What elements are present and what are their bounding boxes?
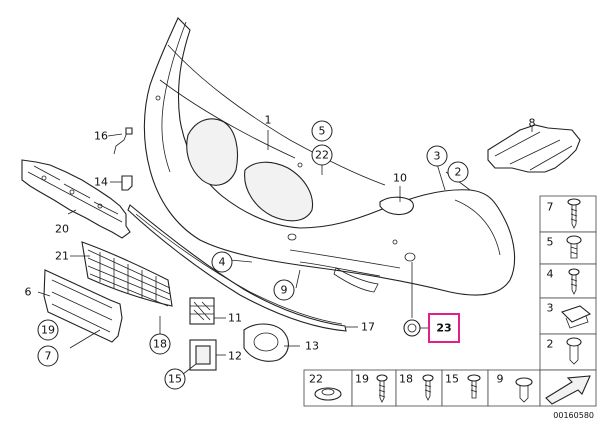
trim-cap [379,196,414,216]
legend-item-22: 22 [309,373,323,386]
clip-nut-icon [560,305,592,329]
bumper-cover [143,17,516,296]
screw-icon [567,198,581,229]
callout-19-ring [37,319,59,341]
callout-6: 6 [25,286,32,299]
grille-insert-11 [189,297,215,325]
callout-5: 5 [319,125,326,138]
callout-5-ring [311,120,333,142]
legend-item-3: 3 [547,302,554,315]
callout-15-ring [164,368,186,390]
side-legend: 7 5 4 3 2 [539,195,597,371]
callout-15: 15 [168,373,182,386]
callout-18: 18 [153,338,167,351]
screw-icon [376,374,388,403]
callout-8: 8 [529,117,536,130]
screw-icon [568,268,580,295]
callout-2-ring [447,161,469,183]
callout-18-ring [149,333,171,355]
front-direction-arrow-icon [545,375,591,405]
callout-10: 10 [393,172,407,185]
bracket-14 [121,175,133,191]
callout-3-ring [426,145,448,167]
impact-strip [127,204,347,332]
legend-item-15: 15 [445,373,459,386]
callout-12: 12 [228,350,242,363]
callout-9: 9 [281,284,288,297]
bolt-icon [566,235,582,259]
callout-14: 14 [94,176,108,189]
legend-item-18: 18 [399,373,413,386]
callouts: 1 5 22 3 2 8 10 16 14 20 21 6 4 9 17 11 … [25,114,536,390]
callout-7: 7 [45,350,52,363]
lower-grille-mesh [81,241,173,307]
screw-icon [422,374,434,401]
expansion-rivet-icon [515,377,533,403]
legend-item-2: 2 [547,338,554,351]
clip-16 [113,129,129,155]
callout-20: 20 [55,223,69,236]
fog-light-cover [243,323,289,362]
callout-3: 3 [434,150,441,163]
callout-22-ring [311,144,333,166]
callout-23-highlight [428,313,460,343]
callout-21: 21 [55,250,69,263]
bolt-icon [467,374,481,399]
callout-9-ring [273,279,295,301]
callout-7-ring [37,345,59,367]
callout-2: 2 [455,166,462,179]
callout-22: 22 [315,149,329,162]
reference-number: 00160580 [553,411,594,420]
callout-1: 1 [265,114,272,127]
legend-item-7: 7 [547,201,554,214]
callout-23: 23 [436,322,451,335]
pdc-sensor [403,319,421,337]
legend-item-4: 4 [547,268,554,281]
plug-icon [314,387,342,401]
side-bracket [487,124,581,173]
leader-lines [37,126,533,379]
reinforcement-bar [21,159,131,239]
bottom-legend: 22 19 18 15 9 [303,369,597,407]
legend-item-9: 9 [497,373,504,386]
callout-11: 11 [228,312,242,325]
rivet-icon [566,337,582,365]
callout-4-ring [211,251,233,273]
callout-13: 13 [305,340,319,353]
callout-17: 17 [361,321,375,334]
callout-4: 4 [219,256,226,269]
license-plate-bracket [43,269,123,343]
legend-item-19: 19 [355,373,369,386]
legend-item-5: 5 [547,236,554,249]
callout-19: 19 [41,324,55,337]
callout-16: 16 [94,130,108,143]
